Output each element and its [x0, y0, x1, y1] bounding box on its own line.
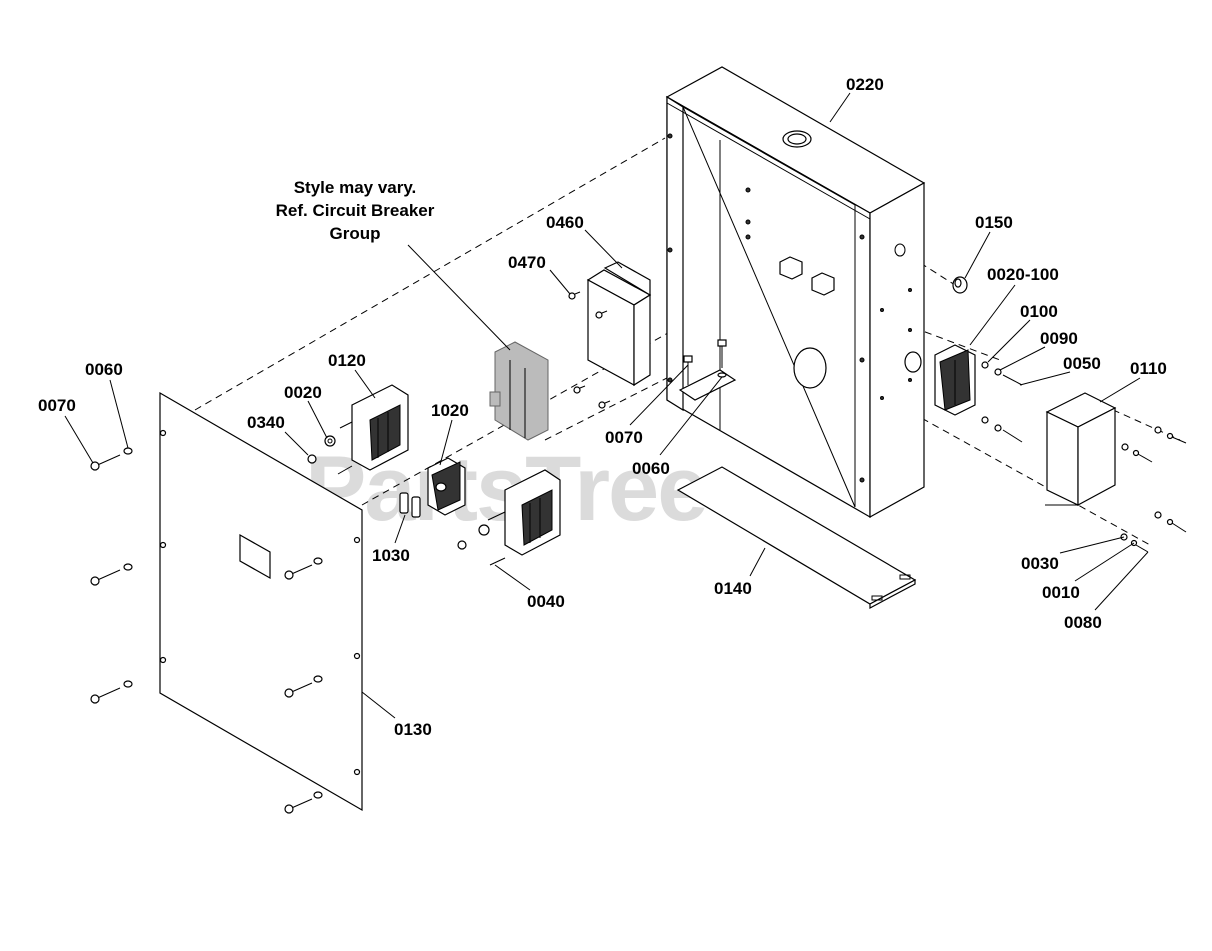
note-line-3: Group [330, 224, 381, 243]
relay-hardware[interactable] [981, 361, 1023, 443]
label-0220[interactable]: 0220 [846, 75, 884, 94]
label-0070-left[interactable]: 0070 [38, 396, 76, 415]
cap-0150[interactable] [952, 276, 968, 294]
label-0060-mid[interactable]: 0060 [632, 459, 670, 478]
relay-0020-100[interactable] [934, 344, 976, 416]
label-1030[interactable]: 1030 [372, 546, 410, 565]
screws-0470[interactable] [568, 291, 611, 409]
cover-screws[interactable] [90, 447, 323, 814]
label-0140[interactable]: 0140 [714, 579, 752, 598]
label-0460[interactable]: 0460 [546, 213, 584, 232]
label-0080[interactable]: 0080 [1064, 613, 1102, 632]
label-0100[interactable]: 0100 [1020, 302, 1058, 321]
label-0050[interactable]: 0050 [1063, 354, 1101, 373]
terminal-block-lower[interactable] [457, 469, 561, 566]
label-0070-mid[interactable]: 0070 [605, 428, 643, 447]
cover-panel-0130[interactable] [159, 391, 363, 812]
style-note: Style may vary. Ref. Circuit Breaker Gro… [276, 178, 435, 243]
plate-0140[interactable] [676, 466, 917, 609]
label-0030[interactable]: 0030 [1021, 554, 1059, 573]
label-0150[interactable]: 0150 [975, 213, 1013, 232]
right-screws[interactable] [1120, 426, 1187, 553]
circuit-breaker[interactable] [489, 341, 549, 441]
cover-box-0110[interactable] [1045, 392, 1117, 507]
label-0020[interactable]: 0020 [284, 383, 322, 402]
label-0470[interactable]: 0470 [508, 253, 546, 272]
label-0340[interactable]: 0340 [247, 413, 285, 432]
label-0060-left[interactable]: 0060 [85, 360, 123, 379]
enclosure-0220[interactable] [665, 66, 926, 519]
label-0130[interactable]: 0130 [394, 720, 432, 739]
leader-lines [64, 92, 1149, 719]
label-0010[interactable]: 0010 [1042, 583, 1080, 602]
bracket-0460[interactable] [586, 261, 652, 387]
label-0110[interactable]: 0110 [1130, 359, 1167, 378]
fuse-block-1020[interactable] [427, 457, 466, 516]
label-0090[interactable]: 0090 [1040, 329, 1078, 348]
note-line-1: Style may vary. [294, 178, 417, 197]
part-labels: 0220 0460 0470 0150 0020-100 0100 0090 0… [38, 75, 1167, 739]
terminal-block-0120[interactable] [307, 384, 409, 475]
note-line-2: Ref. Circuit Breaker [276, 201, 435, 220]
label-0040[interactable]: 0040 [527, 592, 565, 611]
fuses-1030[interactable] [399, 492, 421, 518]
label-0020-100[interactable]: 0020-100 [987, 265, 1059, 284]
label-0120[interactable]: 0120 [328, 351, 366, 370]
label-1020[interactable]: 1020 [431, 401, 469, 420]
